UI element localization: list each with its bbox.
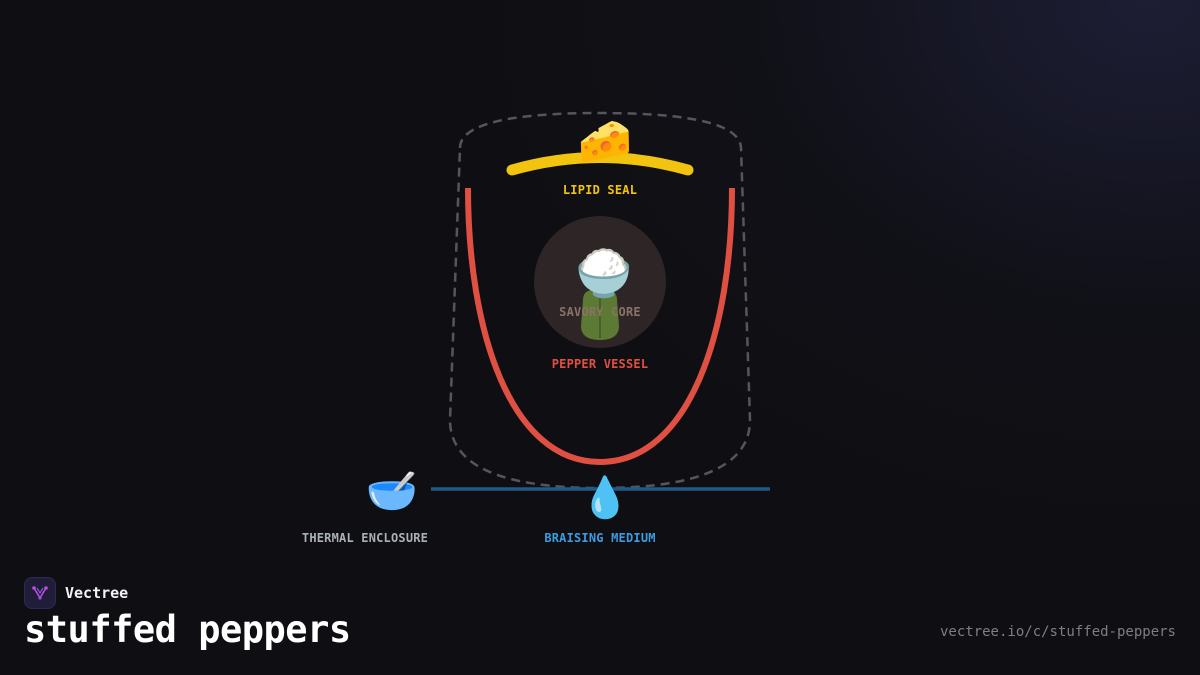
savory-core-disc [534,216,666,348]
pepper-vessel-label: PEPPER VESSEL [551,357,649,371]
lipid-seal-arc [506,152,694,176]
cheese-icon: 🧀 [577,116,633,167]
bell-pepper-icon [581,283,619,340]
page-url[interactable]: vectree.io/c/stuffed-peppers [939,624,1176,640]
braising-medium-label: BRAISING MEDIUM [544,531,656,545]
bowl-icon: 🥣 [365,466,419,515]
brand: Vectree [24,577,128,609]
vectree-logo-icon [24,577,56,609]
thermal-enclosure-outline [448,111,752,490]
brand-name: Vectree [65,584,129,602]
rice-bowl-icon: 🍚 [575,246,633,300]
savory-core-label: SAVORY CORE [559,305,641,319]
pepper-vessel-shape [465,187,735,466]
lipid-seal-label: LIPID SEAL [562,183,638,197]
thermal-enclosure-label: THERMAL ENCLOSURE [301,531,429,545]
water-drop-icon: 💧 [580,475,630,521]
page-title: stuffed peppers [24,608,351,651]
